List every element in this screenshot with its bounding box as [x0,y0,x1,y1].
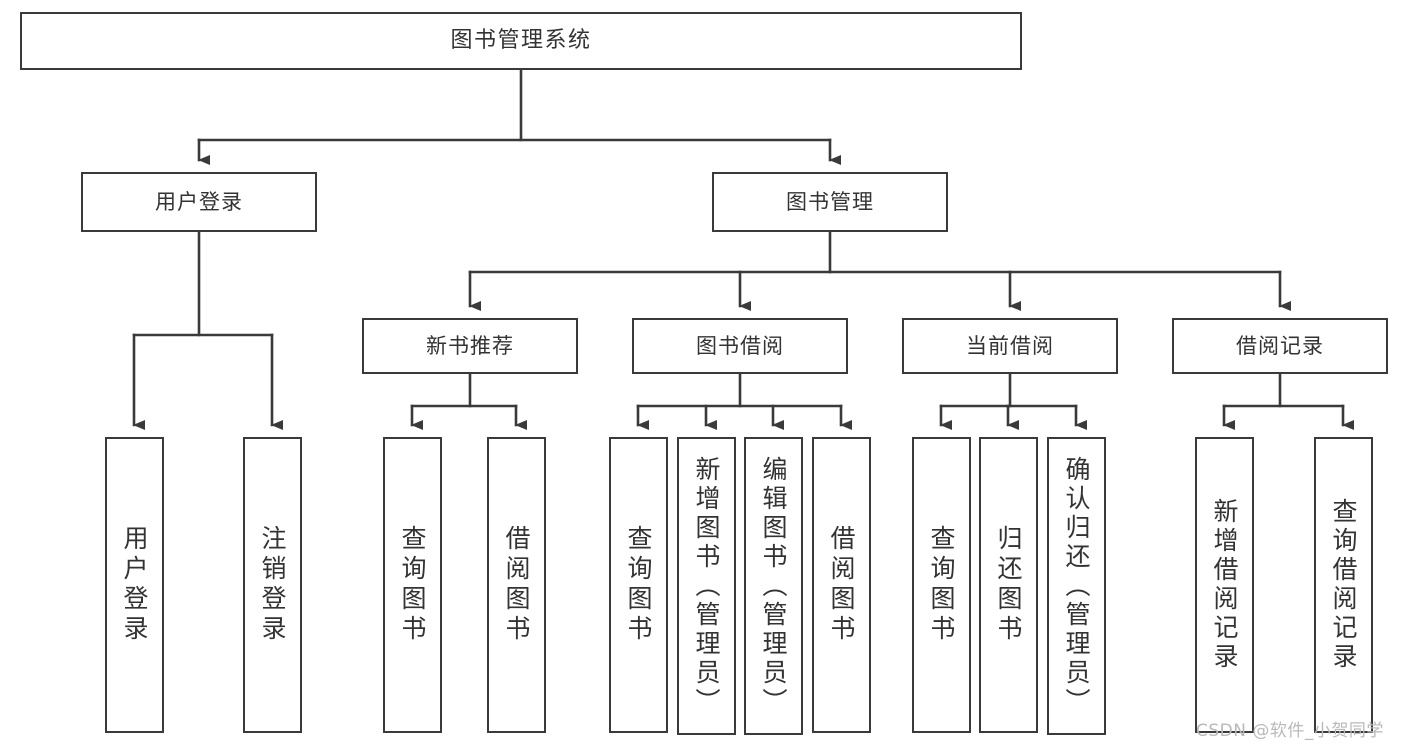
node-current-borrow[interactable]: 当前借阅 [902,318,1118,374]
node-user-login[interactable]: 用户登录 [81,172,317,232]
node-leaf-borrow-book-1[interactable]: 借阅图书 [487,437,546,733]
node-current-borrow-label: 当前借阅 [966,333,1054,358]
node-leaf-query-book-1[interactable]: 查询图书 [383,437,442,733]
node-root[interactable]: 图书管理系统 [20,12,1022,70]
node-leaf-query-book-2[interactable]: 查询图书 [609,437,668,733]
node-leaf-add-book-label: 新增图书（管理员） [692,455,721,717]
node-leaf-query-book-3[interactable]: 查询图书 [912,437,971,733]
node-leaf-user-login[interactable]: 用户登录 [105,437,164,733]
watermark-text: CSDN @软件_小贺同学 [1196,721,1384,741]
node-leaf-query-book-3-label: 查询图书 [927,525,956,645]
node-leaf-user-login-label: 用户登录 [120,525,149,645]
node-leaf-return-book[interactable]: 归还图书 [979,437,1038,733]
node-leaf-edit-book-label: 编辑图书（管理员） [759,455,788,717]
node-leaf-confirm-return-label: 确认归还（管理员） [1062,455,1091,717]
node-leaf-confirm-return[interactable]: 确认归还（管理员） [1047,437,1106,735]
node-new-book-rec[interactable]: 新书推荐 [362,318,578,374]
node-borrow-record[interactable]: 借阅记录 [1172,318,1388,374]
node-leaf-return-book-label: 归还图书 [994,525,1023,645]
node-leaf-add-book[interactable]: 新增图书（管理员） [677,437,736,735]
node-leaf-edit-book[interactable]: 编辑图书（管理员） [744,437,803,735]
node-leaf-query-book-1-label: 查询图书 [398,525,427,645]
node-root-label: 图书管理系统 [450,28,592,54]
node-book-manage[interactable]: 图书管理 [712,172,948,232]
node-leaf-borrow-book-2[interactable]: 借阅图书 [812,437,871,733]
node-leaf-add-record[interactable]: 新增借阅记录 [1195,437,1254,733]
node-borrow-record-label: 借阅记录 [1236,333,1324,358]
node-leaf-add-record-label: 新增借阅记录 [1210,498,1239,672]
node-leaf-query-record[interactable]: 查询借阅记录 [1314,437,1373,733]
node-leaf-logout-label: 注销登录 [258,525,287,645]
node-book-borrow[interactable]: 图书借阅 [632,318,848,374]
node-leaf-borrow-book-2-label: 借阅图书 [827,525,856,645]
node-leaf-borrow-book-1-label: 借阅图书 [502,525,531,645]
node-book-borrow-label: 图书借阅 [696,333,784,358]
node-leaf-logout[interactable]: 注销登录 [243,437,302,733]
node-leaf-query-book-2-label: 查询图书 [624,525,653,645]
node-leaf-query-record-label: 查询借阅记录 [1329,498,1358,672]
node-user-login-label: 用户登录 [155,189,243,214]
node-new-book-rec-label: 新书推荐 [426,333,514,358]
node-book-manage-label: 图书管理 [786,189,874,214]
